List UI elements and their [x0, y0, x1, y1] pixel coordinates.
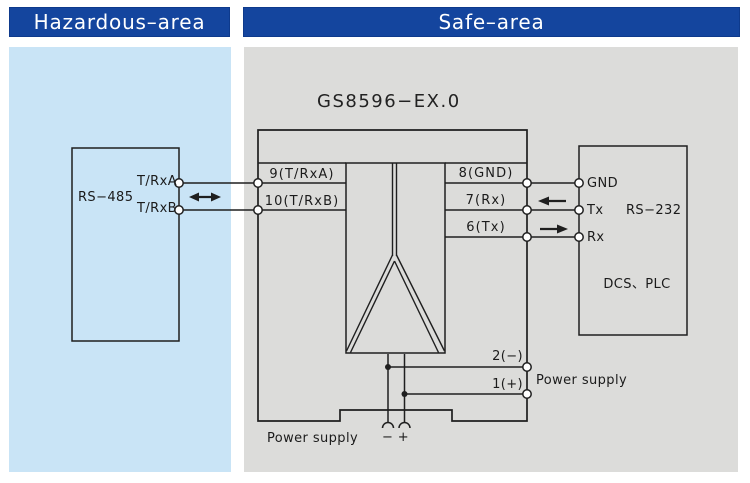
rs232-bus-label: RS−232: [626, 203, 682, 218]
power-hook-plus: [398, 421, 411, 429]
isolation-symbol: [345, 163, 446, 353]
rs485-terminal-trxa: T/RxA: [137, 174, 177, 189]
isolation-block: [345, 162, 446, 354]
power-polarity-label: − +: [381, 430, 410, 445]
hazardous-area-title: Hazardous–area: [33, 10, 206, 34]
rs485-device-box: [71, 147, 180, 342]
safe-area-title: Safe–area: [438, 10, 545, 34]
arrow-left-icon: [538, 196, 566, 206]
junction-dot: [385, 364, 391, 370]
dcs-terminal-gnd: GND: [587, 176, 619, 191]
power-hook-minus: [381, 421, 395, 429]
arrow-right-icon: [540, 224, 568, 234]
terminal-row-wires: [258, 182, 527, 238]
terminal-circles: [174, 178, 584, 399]
safe-area-header: Safe–area: [243, 7, 740, 37]
hazardous-area-header: Hazardous–area: [9, 7, 230, 37]
rs485-wires: [179, 182, 258, 211]
isolator-outline: [257, 129, 528, 422]
bidirectional-arrow-icon: [189, 192, 221, 202]
junction-dot: [401, 391, 408, 397]
dcs-plc-label: DCS、PLC: [603, 277, 671, 292]
power-supply-side-label: Power supply: [536, 373, 628, 388]
isolator-pin-1-plus: 1(+): [492, 377, 523, 392]
isolator-pin-8: 8(GND): [458, 166, 514, 181]
power-supply-bottom-label: Power supply: [267, 431, 359, 446]
rs485-terminal-trxb: T/RxB: [137, 201, 177, 216]
isolator-pin-2-minus: 2(−): [492, 349, 523, 364]
dcs-terminal-rx: Rx: [587, 230, 605, 245]
hazardous-area-panel: [9, 47, 231, 472]
isolator-pin-10: 10(T/RxB): [264, 194, 340, 209]
power-wires: [381, 354, 527, 429]
rs232-wires: [527, 182, 579, 238]
isolator-pin-9: 9(T/RxA): [269, 167, 335, 182]
isolator-model-title: GS8596−EX.0: [317, 91, 461, 112]
dcs-terminal-tx: Tx: [587, 203, 604, 218]
isolator-pin-6: 6(Tx): [466, 220, 506, 235]
safe-area-panel: [244, 47, 738, 472]
isolator-pin-7: 7(Rx): [465, 193, 507, 208]
rs485-bus-label: RS−485: [78, 190, 134, 205]
